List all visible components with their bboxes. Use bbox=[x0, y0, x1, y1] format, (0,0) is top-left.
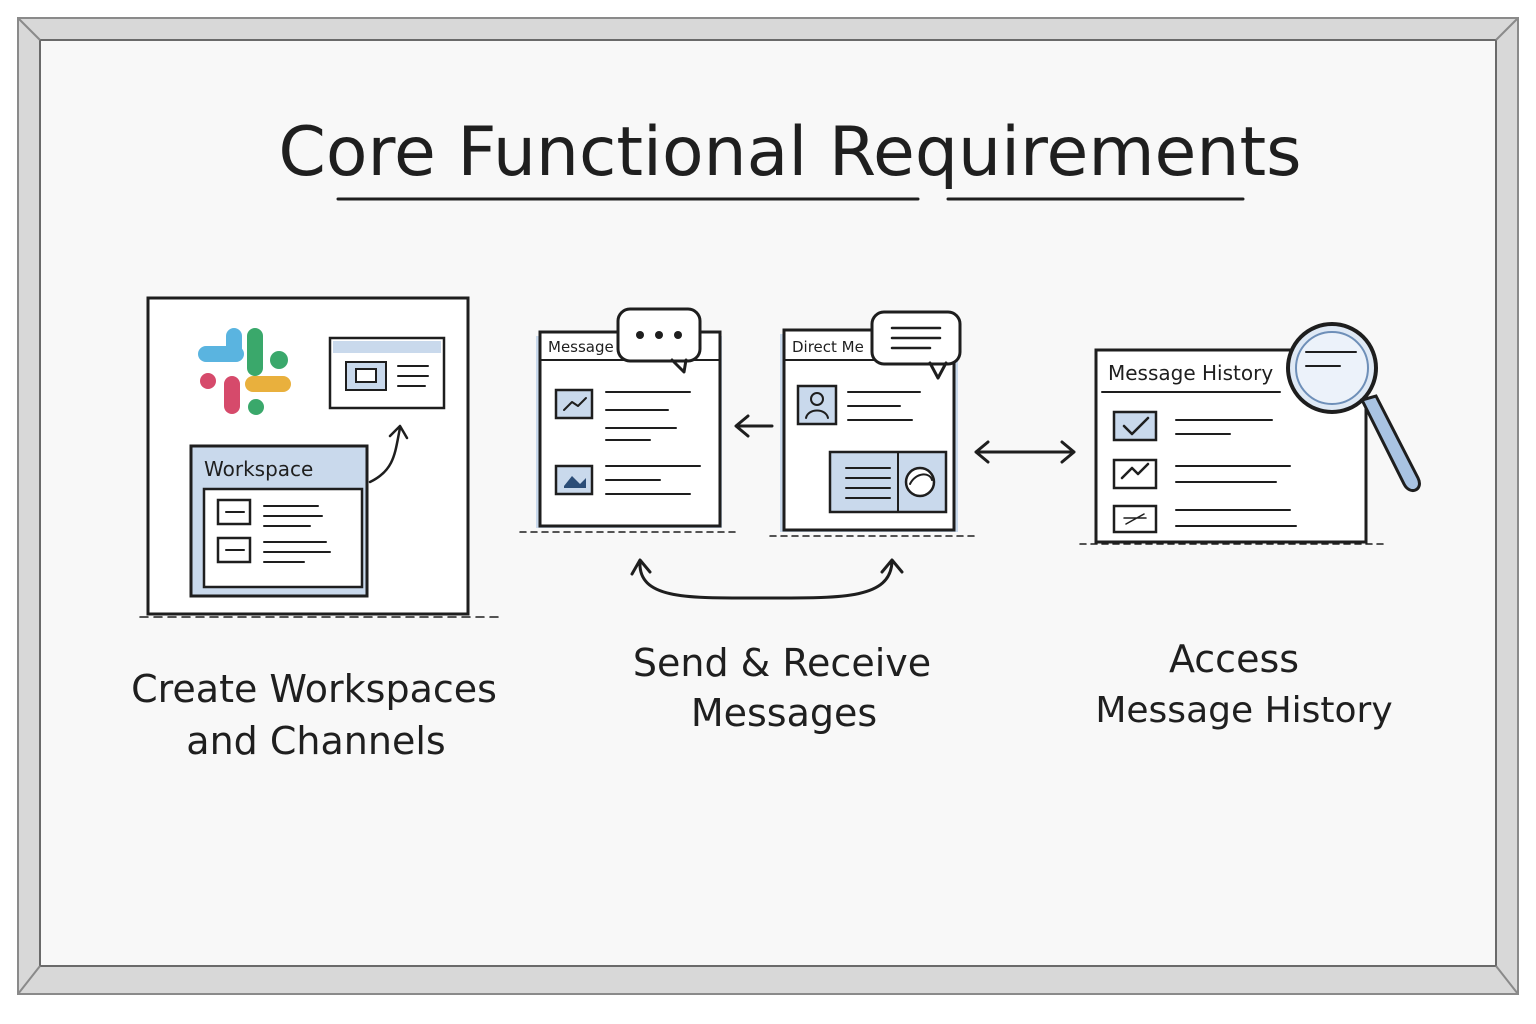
history-window-title: Message History bbox=[1108, 361, 1273, 385]
workspace-window: Workspace bbox=[189, 444, 369, 598]
channel-card-icon bbox=[328, 336, 446, 410]
caption-create-line2: and Channels bbox=[186, 719, 445, 763]
workspace-window-title: Workspace bbox=[204, 457, 313, 481]
caption-send-line2: Messages bbox=[691, 691, 877, 735]
direct-message-illustration: Direct Me bbox=[769, 310, 976, 537]
curved-arrow-icon bbox=[368, 424, 409, 484]
caption-send-line1: Send & Receive bbox=[633, 641, 931, 685]
history-illustration: Message History bbox=[1079, 322, 1421, 545]
caption-access-line2: Message History bbox=[1095, 690, 1392, 731]
double-arrow-icon bbox=[974, 440, 1076, 464]
chat-bubble-icon bbox=[870, 310, 962, 380]
direct-window-title: Direct Me bbox=[792, 338, 864, 356]
caption-access: Access Message History bbox=[1095, 637, 1392, 731]
messages-window-title: Message bbox=[548, 338, 614, 356]
magnifier-icon bbox=[1286, 322, 1421, 493]
attachment-card-icon bbox=[828, 450, 948, 514]
slack-logo-icon bbox=[198, 328, 291, 415]
page-title: Core Functional Requirements bbox=[278, 113, 1301, 192]
caption-create: Create Workspaces and Channels bbox=[131, 667, 497, 763]
messages-illustration: Message bbox=[519, 307, 741, 533]
caption-access-line1: Access bbox=[1169, 637, 1299, 681]
caption-send: Send & Receive Messages bbox=[633, 641, 931, 735]
workspace-illustration: Workspace bbox=[139, 296, 501, 618]
exchange-arrow-icon bbox=[630, 558, 904, 600]
left-arrow-icon bbox=[734, 414, 774, 438]
typing-bubble-icon bbox=[616, 307, 702, 374]
caption-create-line1: Create Workspaces bbox=[131, 667, 497, 711]
user-avatar-icon bbox=[796, 384, 838, 426]
